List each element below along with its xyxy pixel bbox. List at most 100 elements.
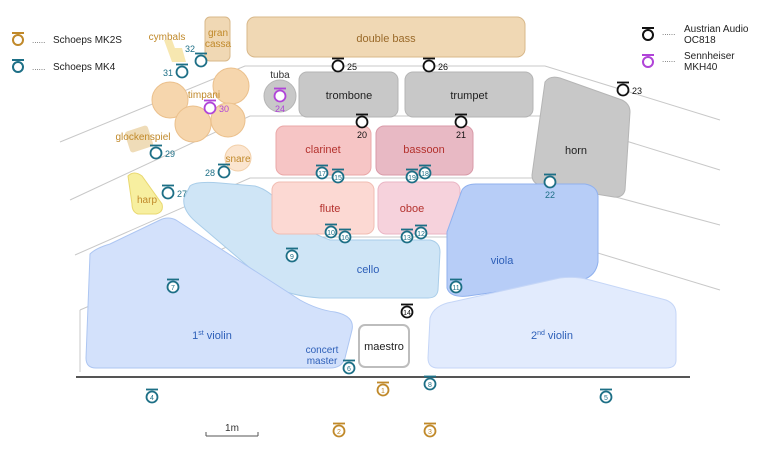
section-trombone [298,71,399,118]
label-tuba: tuba [270,70,290,81]
microphone-capsule [161,186,175,200]
timpani-drums [151,67,250,143]
microphone-32-icon: 32 [185,44,208,68]
label-flute: flute [320,203,341,215]
legend-mk4-dots: ...... [32,63,45,72]
microphone-capsule [331,59,345,73]
scale-bar [205,432,259,437]
microphone-28-icon: 28 [205,163,231,179]
legend-mk2s-dots: ...... [32,36,45,45]
microphone-12-label: 12 [417,231,425,238]
microphone-6-icon: 6 [342,359,356,375]
microphone-19-icon: 19 [405,168,419,184]
microphone-capsule [418,166,432,180]
microphone-14-icon: 14 [400,303,414,319]
microphone-10-label: 10 [327,230,335,237]
microphone-capsule [324,225,338,239]
microphone-capsule [449,280,463,294]
legend-oc818-label-2: OC818 [684,35,716,46]
microphone-20-icon: 20 [355,113,369,140]
microphone-4-label: 4 [150,395,154,402]
microphone-7-label: 7 [171,285,175,292]
label-maestro: maestro [364,341,404,353]
microphone-5-icon: 5 [599,388,613,404]
microphone-29-icon: 29 [149,144,175,160]
microphone-13-icon: 13 [400,228,414,244]
legend-oc818-label-1: Austrian Audio [684,24,749,35]
first-violin-superscript: st [198,330,204,337]
microphone-28-label: 28 [205,168,215,178]
section-maestro [358,324,410,368]
microphone-14-label: 14 [403,310,411,317]
microphone-25-label: 25 [347,62,357,72]
microphone-capsule [543,175,557,189]
legend-right: ...... Austrian Audio OC818 ...... Sennh… [642,24,749,73]
section-horn [531,76,631,198]
microphone-31-label: 31 [163,68,173,78]
label-harp: harp [137,195,157,206]
microphone-capsule [149,146,163,160]
label-cassa: cassa [205,39,232,50]
microphone-13-label: 13 [403,235,411,242]
microphone-27-icon: 27 [161,184,187,200]
legend-mkh40-label-1: Sennheiser [684,51,735,62]
microphone-capsule [423,424,437,438]
legend-mk2s-label: Schoeps MK2S [53,35,122,46]
microphone-capsule [400,230,414,244]
microphone-18-label: 18 [421,171,429,178]
microphone-capsule [331,170,345,184]
microphone-capsule [342,361,356,375]
legend-mkh40-icon [642,54,654,68]
microphone-capsule [285,249,299,263]
microphone-capsule [332,424,346,438]
microphone-8-label: 8 [428,382,432,389]
label-oboe: oboe [400,203,424,215]
microphone-capsule [422,59,436,73]
microphone-capsule [400,305,414,319]
first-violin-word: violin [207,330,232,342]
microphone-20-label: 20 [357,130,367,140]
microphone-11-label: 11 [452,285,459,292]
microphone-16-label: 16 [341,235,349,242]
microphone-3-label: 3 [428,429,432,436]
legend-mkh40-label-2: MKH40 [684,62,718,73]
microphone-12-icon: 12 [414,224,428,240]
section-harp [127,172,163,215]
label-horn: horn [565,145,587,157]
label-cymbals: cymbals [149,32,186,43]
microphone-11-icon: 11 [449,278,463,294]
microphone-22-icon: 22 [543,173,557,200]
section-second-violin [427,276,677,369]
microphone-1-label: 1 [381,388,385,395]
microphone-capsule [376,383,390,397]
microphone-10-icon: 10 [324,223,338,239]
microphone-capsule [355,115,369,129]
microphone-2-label: 2 [337,429,341,436]
microphone-24-label: 24 [275,104,285,114]
microphone-23-icon: 23 [616,81,642,97]
microphone-23-label: 23 [632,86,642,96]
microphone-19-label: 19 [408,175,416,182]
microphone-6-label: 6 [347,366,351,373]
legend-mkh40-dots: ...... [662,55,675,64]
microphone-capsule [203,101,217,115]
section-viola [446,183,599,297]
microphone-1-icon: 1 [376,381,390,397]
microphone-18-icon: 18 [418,164,432,180]
microphone-capsule [273,89,287,103]
section-gran-cassa [204,16,231,62]
scale-label: 1m [225,423,239,434]
legend-mk4-icon [12,59,24,73]
microphone-29-label: 29 [165,149,175,159]
microphone-7-icon: 7 [166,278,180,294]
microphone-32-label: 32 [185,44,195,54]
microphone-capsule [217,165,231,179]
microphone-capsule [454,115,468,129]
microphone-capsule [616,83,630,97]
legend-mk2s-icon [12,32,24,46]
microphone-capsule [423,377,437,391]
label-cello: cello [357,264,380,276]
label-timpani: timpani [188,90,220,101]
